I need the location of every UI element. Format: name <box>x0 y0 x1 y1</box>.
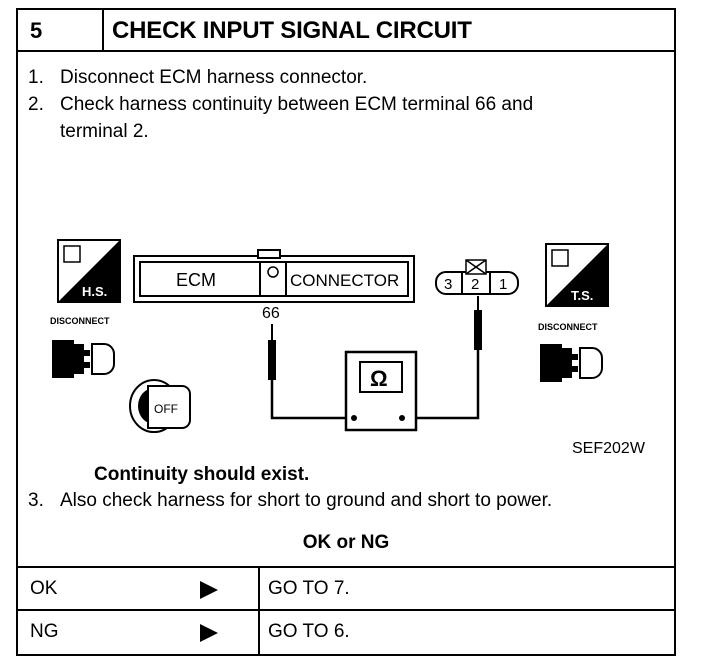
circuit-diagram: H.S. T.S. DISCONNECT DISCONNECT OFF ECM … <box>50 239 609 433</box>
instruction-item: 1. Disconnect ECM harness connector. <box>28 64 668 91</box>
instruction-text: Also check harness for short to ground a… <box>60 490 553 511</box>
disconnect-plug-icon <box>540 344 603 382</box>
column-divider <box>258 566 260 656</box>
terminal-1-label: 1 <box>499 276 507 293</box>
instruction-number: 3. <box>28 490 44 511</box>
test-lead-left <box>268 324 352 420</box>
instruction-text: terminal 2. <box>60 121 149 142</box>
figure-id: SEF202W <box>572 440 645 457</box>
terminal-3-label: 3 <box>444 276 452 293</box>
disconnect-plug-icon <box>52 340 115 378</box>
result-ng-action[interactable]: GO TO 6. <box>268 621 350 642</box>
arrow-right-icon <box>200 581 218 599</box>
disconnect-label-right: DISCONNECT <box>538 322 598 332</box>
instruction-list: 1. Disconnect ECM harness connector. 2. … <box>28 64 668 145</box>
instruction-text: Disconnect ECM harness connector. <box>60 67 368 88</box>
instruction-item: 2. Check harness continuity between ECM … <box>28 91 668 118</box>
ohm-symbol: Ω <box>370 366 388 391</box>
ohmmeter-icon: Ω <box>344 350 418 432</box>
result-ok-label: OK <box>30 578 58 599</box>
instruction-item: terminal 2. <box>28 118 668 145</box>
disconnect-label-left: DISCONNECT <box>50 316 110 326</box>
hs-label: H.S. <box>82 284 107 299</box>
continuity-note: Continuity should exist. <box>94 464 310 485</box>
terminal-2-label: 2 <box>471 276 479 293</box>
ecm-terminal-number: 66 <box>262 305 280 322</box>
instruction-number <box>28 118 60 145</box>
terminal-connector: 3 2 1 <box>435 259 519 295</box>
ts-label: T.S. <box>571 288 593 303</box>
arrow-right-icon <box>200 624 218 642</box>
instruction-number: 1. <box>28 67 44 88</box>
page-title: CHECK INPUT SIGNAL CIRCUIT <box>104 8 676 52</box>
result-ok-action[interactable]: GO TO 7. <box>268 578 350 599</box>
procedure-frame <box>16 8 676 656</box>
instruction-item: 3. Also check harness for short to groun… <box>28 490 552 512</box>
step-number: 5 <box>16 8 104 52</box>
terminal-side-icon: T.S. <box>545 243 609 307</box>
ecm-connector: ECM CONNECTOR <box>133 249 415 303</box>
instruction-text: Check harness continuity between ECM ter… <box>60 94 534 115</box>
ecm-label: ECM <box>176 270 216 290</box>
result-ng-label: NG <box>30 621 59 642</box>
ignition-key-icon: OFF <box>129 379 191 433</box>
instruction-number: 2. <box>28 94 44 115</box>
ok-ng-header: OK or NG <box>302 532 390 553</box>
row-divider <box>16 566 676 568</box>
test-lead-right <box>402 296 482 420</box>
row-divider <box>16 609 676 611</box>
ignition-off-label: OFF <box>154 402 178 416</box>
harness-side-icon: H.S. <box>57 239 121 303</box>
connector-label: CONNECTOR <box>290 271 399 290</box>
